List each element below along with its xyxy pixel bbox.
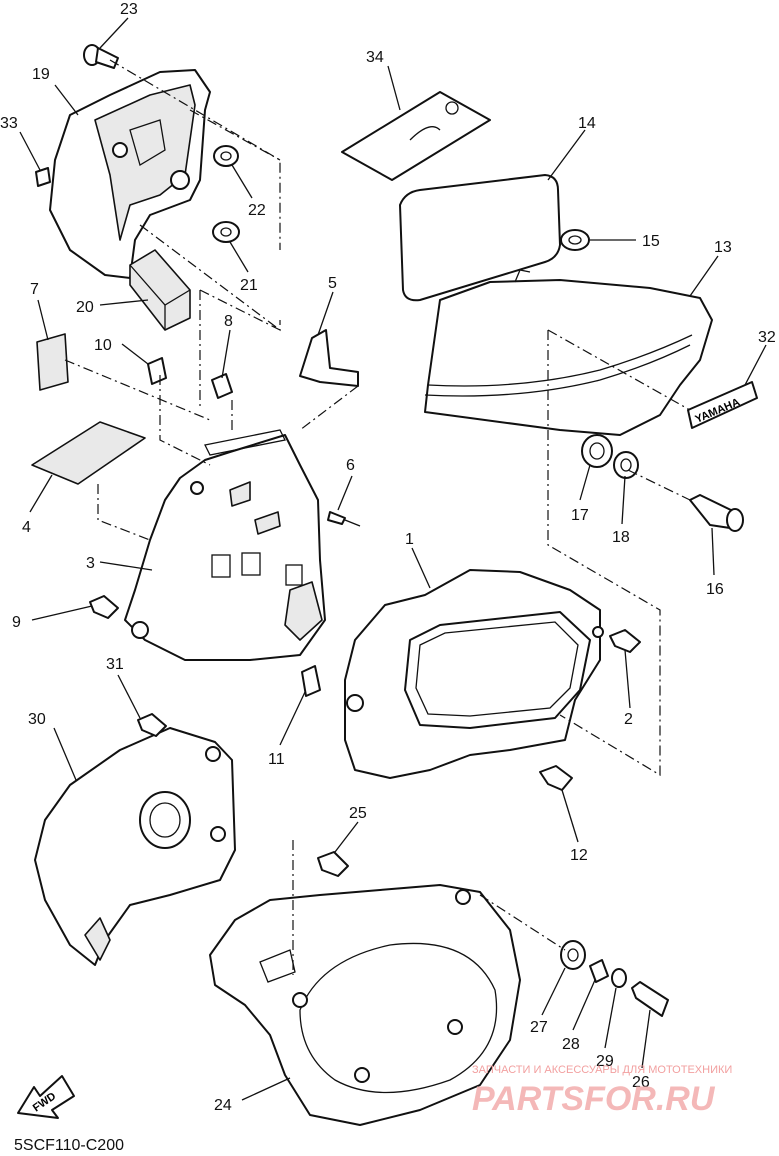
callout-24: 24 — [214, 1097, 232, 1114]
callout-34: 34 — [366, 49, 384, 66]
part-4-pad — [31, 421, 146, 485]
part-5-bracket — [299, 329, 359, 387]
part-21-grommet — [212, 221, 240, 243]
part-19-cover — [49, 69, 211, 279]
watermark-line1: ЗАПЧАСТИ И АКСЕССУАРЫ ДЛЯ МОТОТЕХНИКИ — [472, 1064, 732, 1076]
part-34-pad — [341, 91, 491, 181]
callout-28: 28 — [562, 1036, 580, 1053]
part-28-collar — [589, 959, 609, 983]
part-15-grommet — [560, 229, 590, 251]
diagram-code: 5SCF110-C200 — [14, 1137, 124, 1154]
callout-31: 31 — [106, 656, 124, 673]
callout-20: 20 — [76, 299, 94, 316]
part-30-cover — [34, 727, 236, 966]
part-13-side-cover — [424, 269, 713, 436]
callout-14: 14 — [578, 115, 596, 132]
callout-1: 1 — [405, 531, 414, 548]
part-33-strip — [35, 167, 51, 187]
callout-numbers: 23 19 33 22 21 20 7 10 8 5 6 4 3 9 11 31… — [0, 1, 776, 1114]
part-6-pin — [327, 511, 361, 527]
part-14-panel — [399, 174, 561, 302]
part-22-grommet — [213, 145, 239, 167]
callout-22: 22 — [248, 202, 266, 219]
callout-19: 19 — [32, 66, 50, 83]
callout-13: 13 — [714, 239, 732, 256]
watermark: ЗАПЧАСТИ И АКСЕССУАРЫ ДЛЯ МОТОТЕХНИКИ PA… — [472, 1064, 732, 1118]
callout-4: 4 — [22, 519, 31, 536]
callout-30: 30 — [28, 711, 46, 728]
part-31-bolt — [137, 713, 167, 737]
callout-7: 7 — [30, 281, 39, 298]
callout-21: 21 — [240, 277, 258, 294]
part-7-pad — [36, 333, 69, 391]
part-24-crankcase — [209, 884, 521, 1126]
part-18-collar — [613, 451, 639, 479]
part-9-bolt — [89, 595, 119, 619]
part-25-bolt — [317, 851, 349, 877]
assembly-lines — [64, 59, 691, 975]
callout-16: 16 — [706, 581, 724, 598]
callout-29: 29 — [596, 1053, 614, 1070]
part-1-air-cover — [344, 569, 604, 779]
callout-23: 23 — [120, 1, 138, 18]
callout-12: 12 — [570, 847, 588, 864]
callout-3: 3 — [86, 555, 95, 572]
part-8-nut — [211, 373, 233, 399]
callout-6: 6 — [346, 457, 355, 474]
part-3-battery-box — [124, 429, 326, 661]
part-20-block — [129, 249, 191, 331]
callout-15: 15 — [642, 233, 660, 250]
fwd-arrow: FWD — [17, 1075, 75, 1119]
callout-5: 5 — [328, 275, 337, 292]
callout-25: 25 — [349, 805, 367, 822]
part-23-bolt — [83, 44, 119, 69]
part-11-nut — [301, 665, 321, 697]
callout-27: 27 — [530, 1019, 548, 1036]
callout-9: 9 — [12, 614, 21, 631]
callout-32: 32 — [758, 329, 776, 346]
part-17-grommet — [581, 434, 613, 468]
callout-33: 33 — [0, 115, 18, 132]
callout-26: 26 — [632, 1074, 650, 1091]
part-32-decal: YAMAHA — [687, 381, 758, 429]
watermark-line2: PARTSFOR.RU — [472, 1080, 716, 1118]
callout-11: 11 — [268, 751, 285, 768]
callout-8: 8 — [224, 313, 233, 330]
callout-18: 18 — [612, 529, 630, 546]
callout-17: 17 — [571, 507, 589, 524]
part-10-clip — [147, 357, 167, 385]
callout-10: 10 — [94, 337, 112, 354]
part-27-grommet — [560, 940, 586, 970]
part-12-bolt — [539, 765, 573, 791]
callout-2: 2 — [624, 711, 633, 728]
leader-lines — [19, 17, 767, 1101]
part-29-washer — [611, 968, 627, 988]
part-26-bolt — [631, 981, 669, 1017]
part-2-bolt — [609, 629, 641, 653]
part-16-bolt — [689, 494, 744, 532]
